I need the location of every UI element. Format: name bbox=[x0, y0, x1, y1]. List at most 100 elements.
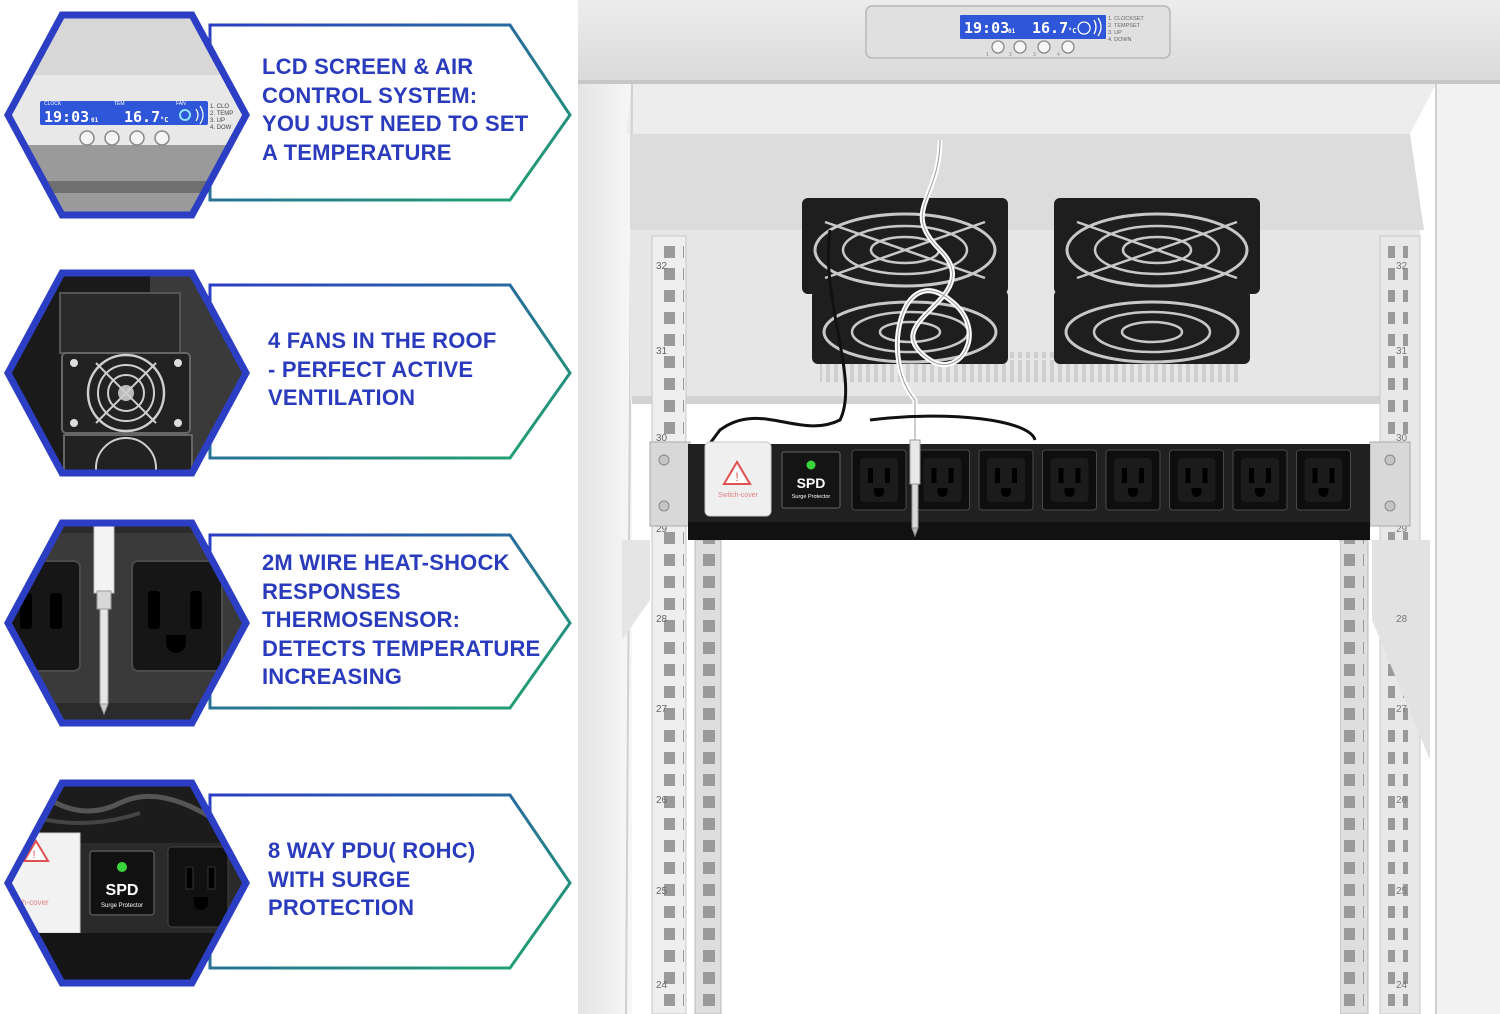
lcd-button-number: 4 bbox=[1057, 52, 1060, 58]
fan-icon bbox=[802, 198, 1008, 294]
lcd-buttons bbox=[79, 130, 170, 146]
rack-unit-left: 24 bbox=[656, 980, 668, 991]
inset-spd-sub: Surge Protector bbox=[101, 903, 143, 909]
rack-unit-left: 29 bbox=[656, 524, 668, 535]
fan-icon bbox=[1054, 290, 1250, 364]
feature-line: PROTECTION bbox=[268, 895, 415, 920]
inset-menu-2: 2. TEMP bbox=[210, 111, 233, 117]
feature-frame bbox=[4, 269, 572, 477]
pdu-outlet[interactable] bbox=[851, 449, 907, 511]
cabinet-fan-symbol-icon bbox=[1077, 17, 1102, 37]
rack-unit-right: 27 bbox=[1396, 704, 1408, 715]
sensor-cable bbox=[703, 139, 1037, 470]
rack-unit-left: 30 bbox=[656, 433, 668, 444]
menu-tempset: 2. TEMPSET bbox=[1108, 23, 1141, 29]
feature-line: 2M WIRE HEAT-SHOCK bbox=[262, 550, 510, 575]
lcd-clock-label: CLOCK bbox=[44, 101, 62, 107]
feature-lcd-control: CLOCK TEM FAN 19:03 01 16.7 °C 1. CLO 2.… bbox=[0, 5, 580, 225]
feature-line: VENTILATION bbox=[268, 385, 416, 410]
switch-cover-label: Switch-cover bbox=[718, 492, 759, 499]
pdu-strip: ! Switch-cover SPD Surge Protector bbox=[649, 441, 1411, 540]
cabinet-lcd-time: 19:03 bbox=[964, 19, 1009, 37]
cabinet-lcd-time-suffix: 01 bbox=[1008, 28, 1016, 35]
spd-sub-label: Surge Protector bbox=[792, 494, 831, 500]
warning-icon bbox=[722, 460, 752, 485]
feature-line: YOU JUST NEED TO SET bbox=[262, 111, 529, 136]
lcd-button-1[interactable] bbox=[991, 40, 1005, 54]
feature-text: 4 FANS IN THE ROOF - PERFECT ACTIVE VENT… bbox=[268, 327, 558, 413]
lcd-screen bbox=[960, 15, 1106, 39]
inset-menu-4: 4. DOW bbox=[210, 125, 232, 131]
pdu-outlet[interactable] bbox=[1296, 449, 1351, 511]
pdu-outlet[interactable] bbox=[1232, 449, 1288, 511]
rack-unit-right: 29 bbox=[1396, 524, 1408, 535]
inset-menu-3: 3. UP bbox=[210, 118, 225, 124]
feature-line: THERMOSENSOR: bbox=[262, 607, 461, 632]
feature-line: CONTROL SYSTEM: bbox=[262, 82, 478, 108]
lcd-button-4[interactable] bbox=[1061, 40, 1075, 54]
lcd-time-suffix: 01 bbox=[91, 117, 99, 124]
pdu-outlet[interactable] bbox=[978, 449, 1034, 511]
menu-up: 3. UP bbox=[1108, 30, 1122, 36]
spd-label: SPD bbox=[797, 475, 826, 491]
rack-unit-left: 27 bbox=[656, 704, 668, 715]
pdu-outlet[interactable] bbox=[915, 449, 970, 511]
feature-line: - PERFECT ACTIVE bbox=[268, 356, 474, 382]
feature-roof-fans: 4 FANS IN THE ROOF - PERFECT ACTIVE VENT… bbox=[0, 263, 580, 483]
rack-unit-right: 28 bbox=[1396, 614, 1408, 625]
rack-unit-right: 24 bbox=[1396, 980, 1408, 991]
rack-unit-right: 32 bbox=[1396, 261, 1408, 272]
roof-fans bbox=[802, 198, 1260, 364]
lcd-temp-label: TEM bbox=[114, 101, 125, 107]
feature-thermosensor: 2M WIRE HEAT-SHOCK RESPONSES THERMOSENSO… bbox=[0, 513, 580, 733]
feature-line: DETECTS TEMPERATURE bbox=[262, 635, 541, 661]
lcd-button-number: 3 bbox=[1033, 52, 1036, 58]
server-cabinet: 19:03 01 16.7 °C 1. CLOCKSET 2. TEMPSET … bbox=[578, 0, 1500, 1014]
pdu-outlet[interactable] bbox=[1042, 449, 1097, 511]
feature-frame: CLOCK TEM FAN 19:03 01 16.7 °C 1. CLO 2.… bbox=[4, 11, 572, 219]
pdu-outlets bbox=[851, 449, 1351, 511]
rack-unit-left: 28 bbox=[656, 614, 668, 625]
thermosensor-probe bbox=[909, 439, 921, 538]
feature-pdu: ! itch-cover SPD Surge Protector 8 WAY P… bbox=[0, 773, 580, 993]
rack-unit-right: 31 bbox=[1396, 346, 1408, 357]
spd-led bbox=[806, 460, 816, 470]
spd-indicator: SPD Surge Protector bbox=[781, 451, 841, 509]
cabinet-roof bbox=[630, 134, 1424, 230]
feature-text: 8 WAY PDU( ROHC) WITH SURGE PROTECTION bbox=[268, 837, 558, 923]
feature-line: 4 FANS IN THE ROOF bbox=[268, 328, 497, 353]
feature-frame bbox=[4, 519, 572, 727]
inset-switch-cover-label: itch-cover bbox=[14, 898, 49, 907]
pdu-outlet[interactable] bbox=[1169, 449, 1224, 511]
cabinet-lcd-temp-unit: °C bbox=[1068, 27, 1076, 35]
feature-line: LCD SCREEN & AIR bbox=[262, 54, 474, 79]
rack-unit-right: 30 bbox=[1396, 433, 1408, 444]
rack-mounting-space bbox=[722, 542, 1340, 1014]
feature-text: 2M WIRE HEAT-SHOCK RESPONSES THERMOSENSO… bbox=[262, 549, 552, 692]
lcd-button-number: 1 bbox=[986, 52, 989, 58]
rack-unit-left: 31 bbox=[656, 346, 668, 357]
inset-spd-label: SPD bbox=[106, 882, 139, 899]
feature-line: RESPONSES bbox=[262, 578, 401, 604]
warning-mark: ! bbox=[32, 849, 35, 861]
pdu-outlet[interactable] bbox=[1105, 449, 1161, 511]
pdu-power-switch[interactable]: ! Switch-cover bbox=[704, 441, 772, 517]
rack-unit-left: 26 bbox=[656, 795, 668, 806]
left-mount-rail bbox=[651, 235, 722, 1014]
lcd-control-panel: 19:03 01 16.7 °C 1. CLOCKSET 2. TEMPSET … bbox=[865, 5, 1171, 59]
fan-symbol-icon bbox=[179, 105, 204, 125]
lcd-temperature: 16.7 bbox=[124, 108, 160, 126]
rack-unit-left: 32 bbox=[656, 261, 668, 272]
feature-line: INCREASING bbox=[262, 664, 403, 689]
rack-unit-labels: 32 31 30 29 28 27 26 25 24 32 31 30 29 2… bbox=[656, 261, 1408, 991]
feature-frame: ! itch-cover SPD Surge Protector bbox=[4, 779, 572, 987]
lcd-button-3[interactable] bbox=[1037, 40, 1051, 54]
lcd-button-2[interactable] bbox=[1013, 40, 1027, 54]
warning-mark: ! bbox=[735, 470, 738, 484]
rack-unit-left: 25 bbox=[656, 886, 668, 897]
cabinet-left-side bbox=[578, 0, 632, 1014]
feature-line: WITH SURGE bbox=[268, 866, 411, 892]
menu-down: 4. DOWN bbox=[1108, 37, 1132, 43]
rack-unit-right: 26 bbox=[1396, 795, 1408, 806]
feature-line: 8 WAY PDU( ROHC) bbox=[268, 838, 476, 863]
